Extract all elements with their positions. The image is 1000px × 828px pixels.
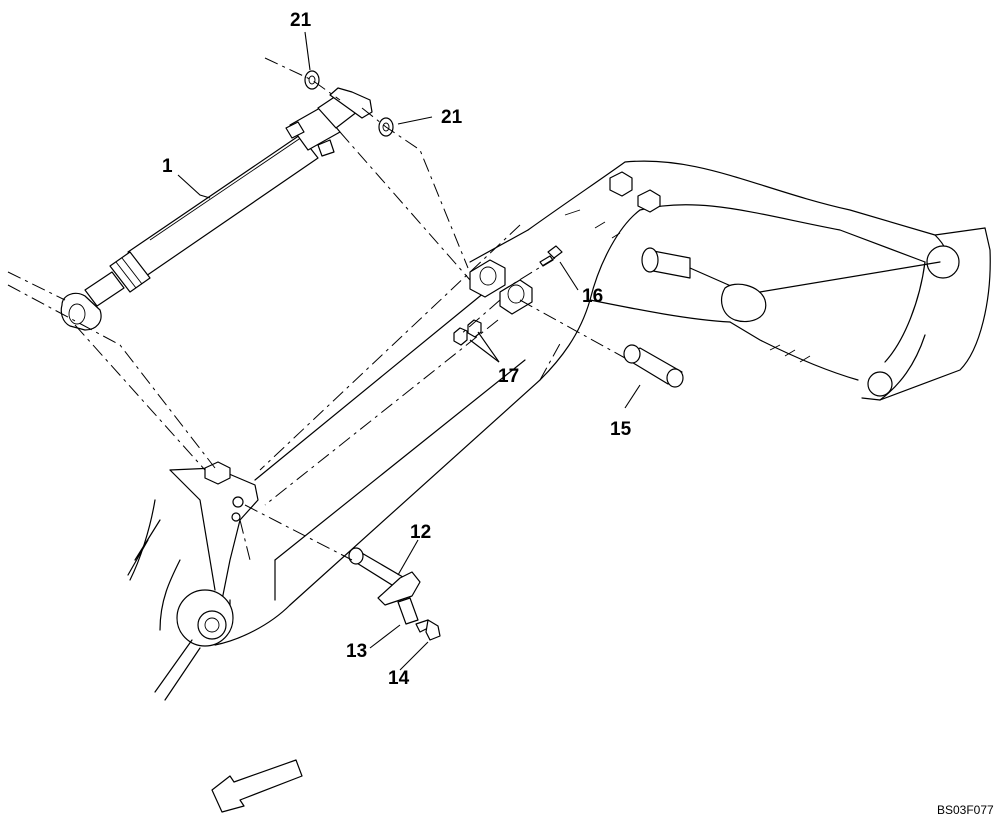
plate-13 <box>397 597 419 625</box>
callout-15: 15 <box>610 419 632 440</box>
hose-clamps <box>609 171 661 213</box>
assembly-lines <box>7 57 626 561</box>
nuts-17 <box>453 319 482 346</box>
callout-12: 12 <box>410 522 431 543</box>
callout-21-top: 21 <box>290 10 312 31</box>
callout-14: 14 <box>388 668 410 689</box>
callout-13: 13 <box>346 641 367 662</box>
direction-arrow-icon <box>211 759 303 813</box>
bolt-16 <box>539 245 563 267</box>
figure-reference: BS03F077 <box>937 803 994 817</box>
hydraulic-cylinder <box>60 87 373 331</box>
callout-16: 16 <box>582 286 603 307</box>
pin-15 <box>623 344 684 388</box>
washer-21-top <box>304 70 320 90</box>
pin-12 <box>348 547 421 606</box>
boom-pin-right <box>641 247 941 323</box>
leader-lines <box>177 31 641 671</box>
callout-1: 1 <box>162 156 173 177</box>
callout-21-right: 21 <box>441 107 463 128</box>
boom-foot-bracket <box>127 461 259 701</box>
boom-arm <box>214 160 991 646</box>
callout-17: 17 <box>498 366 519 387</box>
bolt-14 <box>415 619 441 641</box>
boom-bushings <box>469 259 533 315</box>
